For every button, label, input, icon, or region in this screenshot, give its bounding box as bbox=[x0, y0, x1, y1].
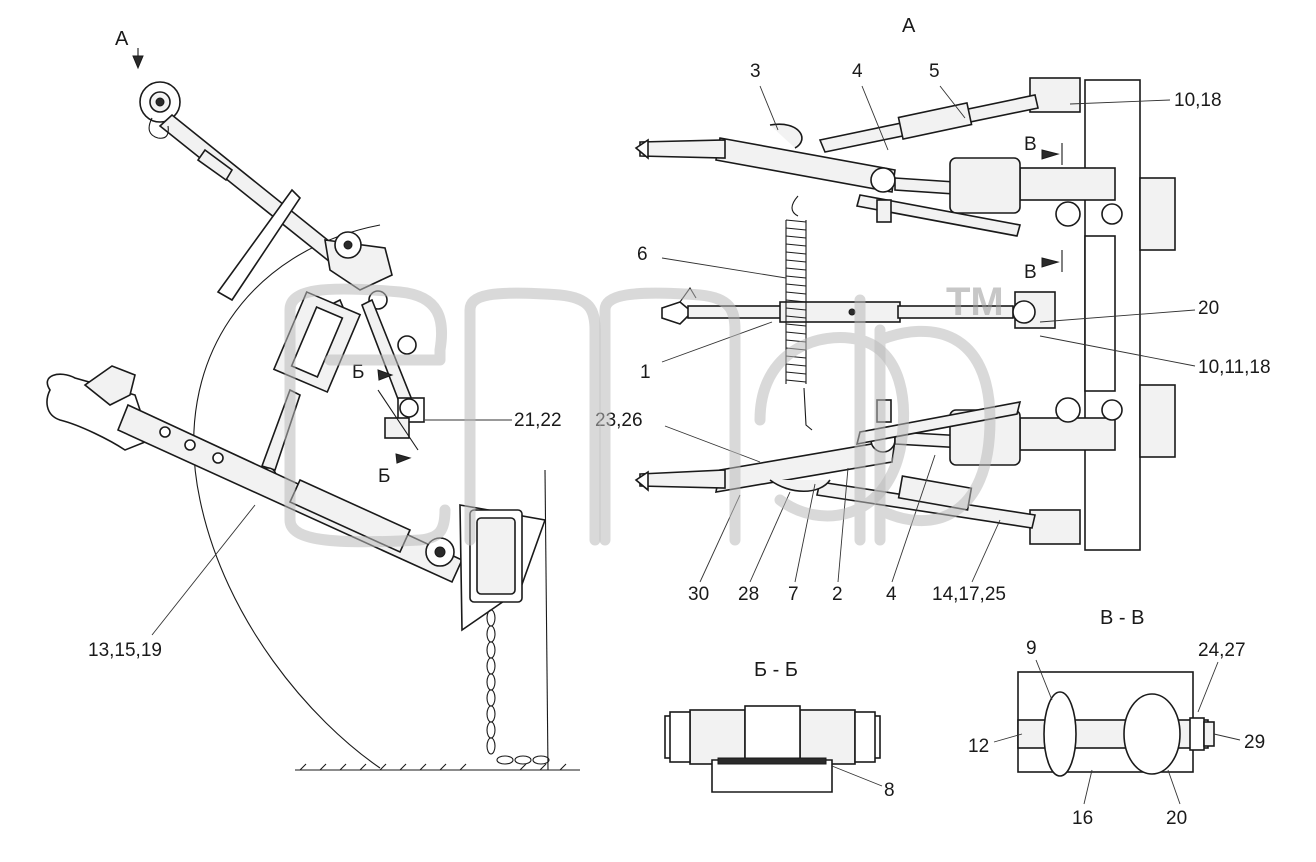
leader-8 bbox=[831, 765, 883, 787]
leader-20-vv bbox=[1167, 769, 1181, 805]
label-10-18: 10,18 bbox=[1174, 90, 1222, 111]
section-b-b: Б - Б 8 bbox=[664, 659, 895, 801]
leader-29 bbox=[1213, 733, 1241, 741]
view-arrow-head bbox=[132, 55, 144, 70]
leader-24-27 bbox=[1197, 661, 1219, 713]
label-4-top: 4 bbox=[852, 61, 863, 82]
label-6: 6 bbox=[637, 244, 648, 265]
label-28: 28 bbox=[738, 584, 759, 605]
leader-23-26 bbox=[664, 425, 761, 463]
leader-5 bbox=[939, 85, 966, 119]
mount-plate bbox=[216, 188, 302, 302]
leader-3 bbox=[759, 85, 779, 131]
cut-arrow-v-top bbox=[1041, 149, 1060, 160]
label-20-vv: 20 bbox=[1166, 808, 1187, 829]
turnbuckle bbox=[259, 290, 362, 485]
leader-13-15-19 bbox=[151, 504, 256, 636]
cut-label-b-top: Б bbox=[352, 362, 364, 383]
label-13-15-19: 13,15,19 bbox=[88, 640, 162, 661]
leader-10-18 bbox=[1069, 99, 1171, 105]
leader-4-top bbox=[861, 85, 889, 151]
section-v-v-title: В - В bbox=[1100, 607, 1144, 629]
cut-arrow-b-bottom bbox=[395, 453, 412, 464]
label-9: 9 bbox=[1026, 638, 1037, 659]
label-16: 16 bbox=[1072, 808, 1093, 829]
leader-9 bbox=[1035, 659, 1053, 701]
rear-frame bbox=[1014, 77, 1176, 551]
tow-frame bbox=[459, 504, 547, 632]
leader-7 bbox=[794, 483, 816, 583]
label-10-11-18: 10,11,18 bbox=[1198, 357, 1271, 378]
cut-arrow-b-top bbox=[377, 369, 394, 381]
side-view: А Б Б 13,15,19 21,22 bbox=[46, 28, 580, 771]
top-link bbox=[139, 81, 352, 272]
leader-16 bbox=[1083, 769, 1093, 805]
cut-label-b-bottom: Б bbox=[378, 466, 390, 487]
label-4-bottom: 4 bbox=[886, 584, 897, 605]
cut-label-v-bottom: В bbox=[1024, 262, 1037, 283]
leader-1 bbox=[661, 321, 773, 363]
leader-14-17-25 bbox=[971, 519, 1001, 583]
label-3: 3 bbox=[750, 61, 761, 82]
label-12: 12 bbox=[968, 736, 989, 757]
plan-view-title: А bbox=[902, 15, 916, 37]
leader-2 bbox=[837, 467, 849, 583]
lower-lower-link bbox=[634, 399, 1036, 529]
leader-10-11-18 bbox=[1039, 335, 1196, 367]
view-arrow-label: А bbox=[115, 28, 129, 50]
label-2: 2 bbox=[832, 584, 843, 605]
watermark-logo: TM bbox=[284, 280, 1004, 548]
label-30: 30 bbox=[688, 584, 709, 605]
cut-arrow-v-bottom bbox=[1041, 257, 1060, 268]
leader-12 bbox=[993, 733, 1023, 743]
label-20-mid: 20 bbox=[1198, 298, 1219, 319]
watermark-tm: TM bbox=[946, 280, 1004, 324]
label-5: 5 bbox=[929, 61, 940, 82]
cut-label-v-top: В bbox=[1024, 134, 1037, 155]
center-top-link bbox=[661, 286, 1036, 325]
upper-lower-link bbox=[634, 94, 1039, 237]
label-7: 7 bbox=[788, 584, 799, 605]
label-8: 8 bbox=[884, 780, 895, 801]
section-v-v: В - В 9 24,27 12 29 16 20 bbox=[968, 607, 1265, 829]
label-1: 1 bbox=[640, 362, 651, 383]
chain bbox=[486, 609, 550, 765]
leader-20-mid bbox=[1039, 309, 1196, 323]
cut-line-b bbox=[377, 389, 419, 451]
label-29: 29 bbox=[1244, 732, 1265, 753]
label-21-22: 21,22 bbox=[514, 410, 562, 431]
label-24-27: 24,27 bbox=[1198, 640, 1246, 661]
ground-hatch bbox=[299, 763, 567, 771]
section-b-b-title: Б - Б bbox=[754, 659, 798, 681]
label-14-17-25: 14,17,25 bbox=[932, 584, 1006, 605]
leader-6 bbox=[661, 257, 787, 279]
